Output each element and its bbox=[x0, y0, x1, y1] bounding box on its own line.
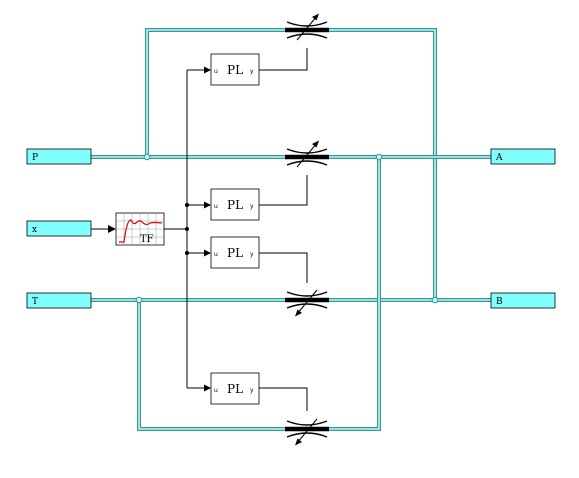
pl-block-2[interactable]: PL u y bbox=[210, 188, 260, 221]
orifice-bottom bbox=[285, 418, 329, 446]
orifice-t-b bbox=[285, 289, 329, 317]
signal-pl2-to-valve-p bbox=[259, 175, 308, 206]
signal-junction-3 bbox=[185, 251, 189, 255]
orifice-top bbox=[285, 13, 329, 41]
pl-block-1[interactable]: PL u y bbox=[210, 53, 260, 86]
tf-block[interactable]: TF bbox=[115, 212, 165, 246]
pl-block-2-in: u bbox=[214, 203, 218, 210]
port-p[interactable]: P bbox=[26, 148, 92, 165]
orifice-p-a bbox=[285, 140, 329, 168]
signal-lines bbox=[91, 48, 308, 411]
pl-block-4-in: u bbox=[214, 387, 218, 394]
pipe-junction-a bbox=[375, 153, 383, 161]
arrow-tf-input bbox=[108, 225, 116, 233]
port-x-label: x bbox=[32, 225, 37, 235]
signal-pl4-to-valve-bottom bbox=[259, 387, 308, 411]
pl-block-1-out: y bbox=[250, 68, 254, 75]
pl-block-4-out: y bbox=[250, 387, 254, 394]
orifice-arrow-icon bbox=[295, 309, 302, 317]
pipe-junction-p bbox=[143, 153, 151, 161]
signal-junction-2 bbox=[185, 227, 189, 231]
port-a[interactable]: A bbox=[490, 148, 556, 165]
arrow-pl2-input bbox=[204, 201, 211, 209]
orifice-arrow-icon bbox=[312, 140, 319, 148]
pl-block-2-out: y bbox=[250, 203, 254, 210]
port-b-label: B bbox=[496, 297, 503, 307]
signal-junction-1 bbox=[185, 203, 189, 207]
port-t-label: T bbox=[32, 297, 38, 307]
port-a-label: A bbox=[495, 153, 503, 163]
tf-step-response-icon bbox=[119, 219, 163, 243]
arrow-pl1-input bbox=[204, 66, 211, 74]
port-x[interactable]: x bbox=[26, 220, 92, 237]
pl-block-1-label: PL bbox=[227, 63, 243, 77]
port-p-label: P bbox=[32, 153, 38, 163]
pipe-junction-b bbox=[431, 296, 439, 304]
pl-block-2-label: PL bbox=[227, 198, 243, 212]
pl-block-3[interactable]: PL u y bbox=[210, 236, 260, 269]
pl-block-3-in: u bbox=[214, 251, 218, 258]
arrow-pl4-input bbox=[204, 384, 211, 392]
pipe-junction-t bbox=[135, 296, 143, 304]
pl-block-3-out: y bbox=[250, 251, 254, 258]
port-t[interactable]: T bbox=[26, 292, 92, 309]
signal-pl1-to-valve-top bbox=[259, 48, 308, 71]
arrow-pl3-input bbox=[204, 249, 211, 257]
pl-block-4-label: PL bbox=[227, 382, 243, 396]
pl-block-4[interactable]: PL u y bbox=[210, 372, 260, 405]
pl-block-3-label: PL bbox=[227, 246, 243, 260]
tf-label: TF bbox=[140, 234, 154, 245]
signal-pl3-to-valve-t bbox=[259, 252, 308, 283]
orifice-arrow-icon bbox=[312, 13, 319, 21]
pl-block-1-in: u bbox=[214, 68, 218, 75]
port-b[interactable]: B bbox=[490, 292, 556, 309]
orifice-arrow-icon bbox=[295, 438, 302, 446]
